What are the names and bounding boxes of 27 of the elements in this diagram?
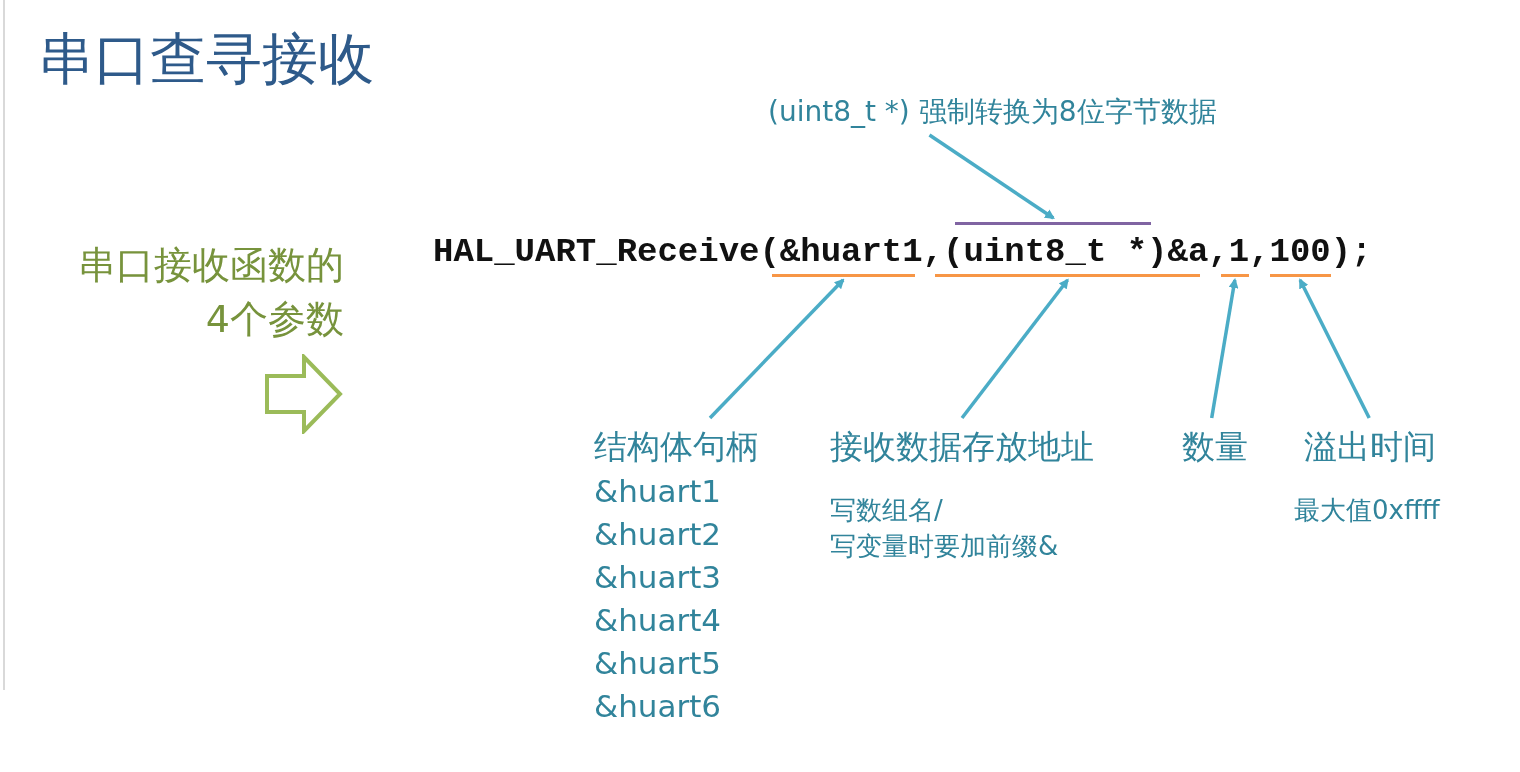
leader-arrow [708, 278, 845, 420]
parameter-value: &huart3 [594, 558, 723, 597]
parameter-label: 数量 [1182, 426, 1248, 468]
parameter-label: 溢出时间 [1304, 426, 1437, 468]
underline-mark [1269, 274, 1331, 277]
code-line: HAL_UART_Receive(&huart1,(uint8_t *)&a,1,100); [433, 230, 1372, 274]
leader-arrow [1298, 278, 1371, 419]
leader-arrow [928, 133, 1055, 220]
parameter-value: &huart2 [594, 515, 723, 554]
parameter-value: &huart6 [594, 687, 723, 726]
parameter-value: &huart4 [594, 601, 723, 640]
underline-mark [934, 274, 1201, 277]
annotation-text: (uint8_t *) 强制转换为8位字节数据 [768, 94, 1217, 130]
parameter-label: 结构体句柄 [594, 426, 759, 468]
overline-mark [955, 222, 1152, 225]
leader-arrow [1209, 278, 1239, 419]
underline-mark [771, 274, 915, 277]
parameter-value: &huart5 [594, 644, 723, 683]
parameter-note: 写数组名/ [830, 494, 944, 527]
slide-title: 串口查寻接收 [38, 25, 374, 93]
parameter-note: 写变量时要加前缀& [830, 530, 1060, 563]
leader-arrow [960, 278, 1069, 420]
underline-mark [1220, 274, 1250, 277]
parameter-note: 最大值0xffff [1294, 494, 1440, 527]
parameter-label: 接收数据存放地址 [830, 426, 1094, 468]
parameter-value: &huart1 [594, 472, 723, 511]
callout-text: 串口接收函数的 4个参数 [77, 242, 344, 343]
